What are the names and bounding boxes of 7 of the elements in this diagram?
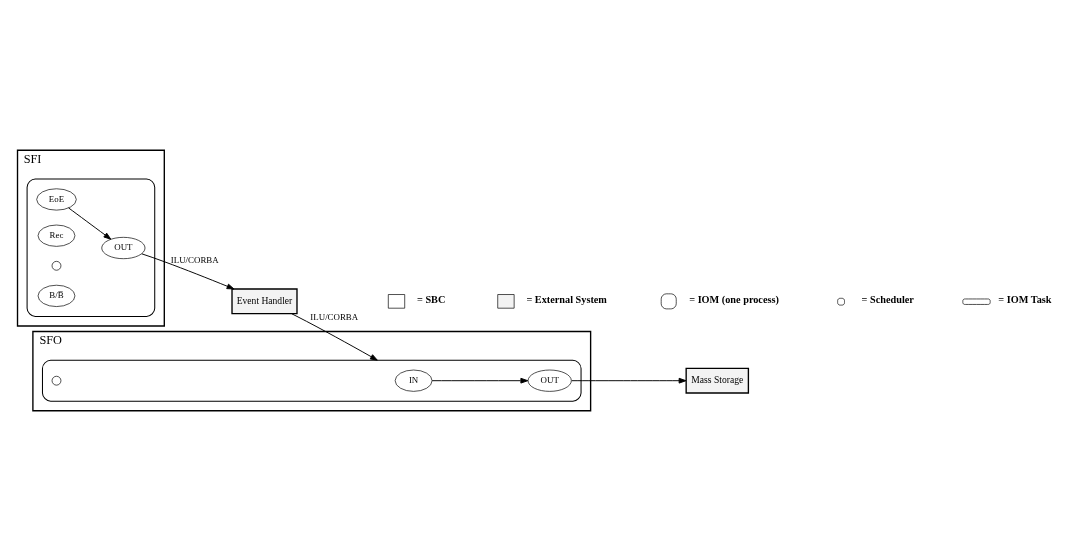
- legend-label: = Scheduler: [861, 293, 914, 305]
- edge-label: ILU/CORBA: [170, 254, 219, 265]
- edge-label: ILU/CORBA: [310, 311, 359, 322]
- legend-label: = SBC: [417, 293, 446, 305]
- legend-label: = IOM Task: [998, 293, 1052, 305]
- legend-label: = IOM (one process): [689, 293, 779, 305]
- legend-label: = External System: [526, 293, 607, 305]
